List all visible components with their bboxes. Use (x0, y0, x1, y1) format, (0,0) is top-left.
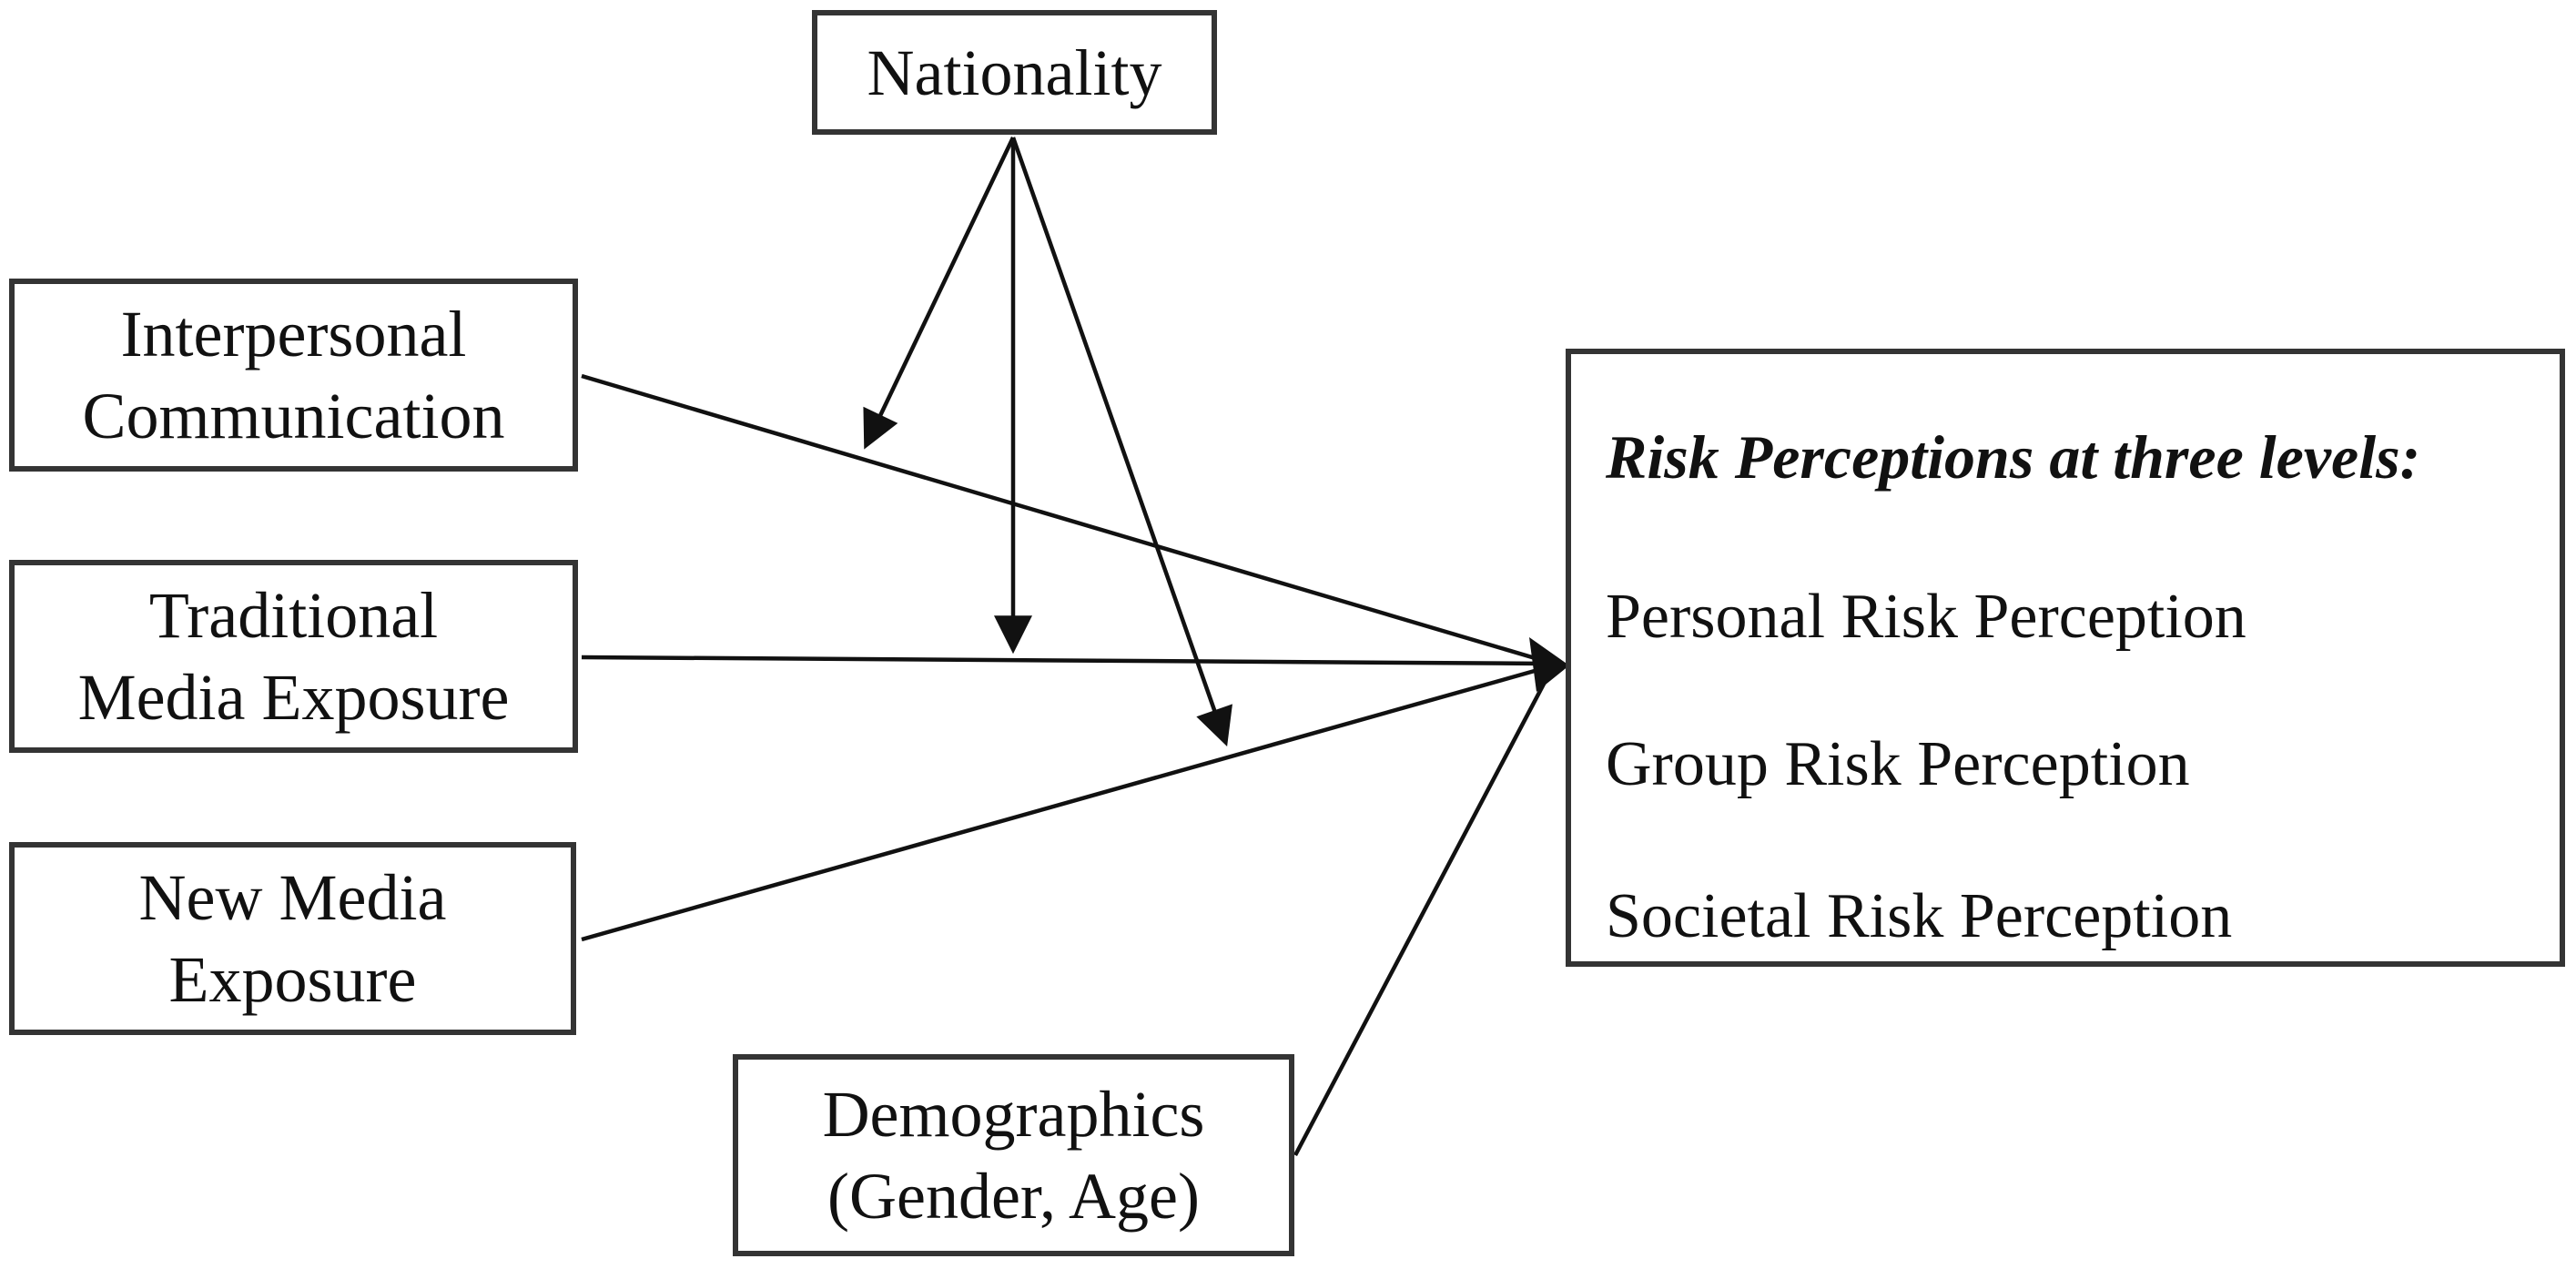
risk-perceptions-title: Risk Perceptions at three levels: (1606, 422, 2421, 492)
edge-nationality-to-newmedia-path (1010, 137, 1232, 746)
risk-perception-item-group: Group Risk Perception (1606, 729, 2190, 799)
node-traditional-media-exposure: Traditional Media Exposure (9, 560, 578, 753)
node-nationality: Nationality (812, 10, 1217, 135)
node-demographics: Demographics (Gender, Age) (733, 1054, 1294, 1256)
demographics-label-line2: (Gender, Age) (827, 1160, 1200, 1233)
edge-newmedia-to-outcome (581, 665, 1548, 942)
newmedia-label-line2: Exposure (168, 943, 417, 1016)
traditional-label-line2: Media Exposure (77, 661, 510, 734)
edge-demographics-to-outcome (1293, 670, 1552, 1157)
interpersonal-label-line2: Communication (82, 380, 505, 452)
risk-perception-item-personal: Personal Risk Perception (1606, 582, 2246, 652)
node-risk-perceptions: Risk Perceptions at three levels: Person… (1566, 349, 2565, 967)
demographics-label-line1: Demographics (822, 1078, 1205, 1151)
newmedia-label-line1: New Media (138, 861, 447, 934)
interpersonal-label-line1: Interpersonal (120, 298, 467, 371)
risk-perception-item-societal: Societal Risk Perception (1606, 881, 2233, 951)
traditional-label-line1: Traditional (148, 579, 439, 652)
edge-interpersonal-to-outcome (581, 373, 1548, 665)
node-new-media-exposure: New Media Exposure (9, 842, 576, 1035)
edge-traditional-to-outcome (581, 655, 1548, 666)
edge-nationality-to-interpersonal-path (863, 137, 1016, 450)
arrowhead-converged-into-outcome (1529, 637, 1569, 692)
node-interpersonal-communication: Interpersonal Communication (9, 279, 578, 472)
nationality-label: Nationality (867, 36, 1162, 109)
